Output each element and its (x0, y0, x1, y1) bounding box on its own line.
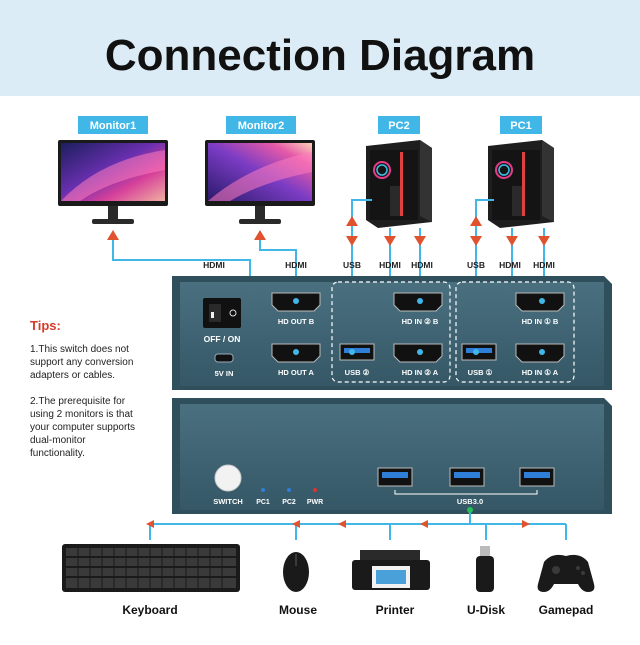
pc1-led (261, 488, 265, 492)
monitor1-arrow (107, 230, 119, 240)
usb-2-label: USB ② (345, 368, 370, 377)
monitor2-tag: Monitor2 (226, 116, 296, 134)
tip1-line2: support any conversion (30, 357, 133, 368)
usb-label-pc2: USB (343, 260, 361, 270)
tip1-line3: adapters or cables. (30, 370, 115, 381)
udisk-label: U-Disk (467, 603, 505, 617)
pc2-arrows (346, 216, 426, 246)
pc2-port-group (331, 281, 451, 383)
hd-out-b-label: HD OUT B (278, 317, 315, 326)
hdmi-label-pc1-a: HDMI (499, 260, 521, 270)
peripheral-arrows (146, 520, 530, 528)
monitor2-arrow (254, 230, 266, 240)
switch-button[interactable] (214, 464, 242, 492)
monitor1-icon (58, 140, 168, 224)
front-usb-port-1[interactable] (377, 467, 413, 487)
hdmi-in-2-a-port[interactable] (393, 343, 443, 363)
printer-icon (352, 550, 430, 590)
hdmi-in-1-a-port[interactable] (515, 343, 565, 363)
front-usb-port-2[interactable] (449, 467, 485, 487)
usb-2-port[interactable] (339, 343, 375, 361)
power-switch-label: OFF / ON (204, 334, 241, 344)
pc1-led-label: PC1 (256, 499, 270, 506)
hdmi-in-2-b-port[interactable] (393, 292, 443, 312)
pc1-port-group (455, 281, 575, 383)
tip2-line3: your computer supports (30, 422, 135, 433)
pwr-led (313, 488, 317, 492)
pc2-tower-icon (366, 140, 432, 228)
hd-in-1-a-label: HD IN ① A (522, 368, 559, 377)
hdmi-out-a-port[interactable] (271, 343, 321, 363)
pwr-led-label: PWR (307, 499, 323, 506)
peripheral-cables (149, 510, 567, 540)
tip2-line2: using 2 monitors is that (30, 409, 133, 420)
monitor2-label: Monitor2 (238, 120, 284, 132)
pc2-tag: PC2 (378, 116, 420, 134)
tips-heading: Tips: (30, 318, 61, 333)
pc2-led (287, 488, 291, 492)
gamepad-label: Gamepad (539, 603, 594, 617)
power-rocker-switch[interactable] (203, 298, 241, 328)
gamepad-icon (537, 554, 595, 592)
keyboard-icon (62, 544, 240, 592)
tip1-line1: 1.This switch does not (30, 344, 129, 355)
mouse-label: Mouse (279, 603, 317, 617)
usb3-junction-dot (467, 507, 473, 513)
usb-1-label: USB ① (468, 368, 493, 377)
hdmi-out-b-port[interactable] (271, 292, 321, 312)
usb-label-pc1: USB (467, 260, 485, 270)
front-usb-port-3[interactable] (519, 467, 555, 487)
kvm-front-panel (172, 398, 612, 514)
hdmi-in-1-b-port[interactable] (515, 292, 565, 312)
pc1-tower-icon (488, 140, 554, 228)
monitor1-label: Monitor1 (90, 120, 136, 132)
monitor1-tag: Monitor1 (78, 116, 148, 134)
pc2-label: PC2 (388, 120, 409, 132)
tip2-line5: functionality. (30, 448, 85, 459)
hdmi-label-pc2-a: HDMI (379, 260, 401, 270)
hd-out-a-label: HD OUT A (278, 368, 315, 377)
mouse-icon (283, 552, 309, 592)
hdmi-label-monitor2: HDMI (285, 260, 307, 270)
usb-1-port[interactable] (461, 343, 497, 361)
pc1-label: PC1 (510, 120, 531, 132)
switch-label: SWITCH (213, 497, 243, 506)
page-title: Connection Diagram (105, 31, 535, 80)
printer-label: Printer (376, 603, 415, 617)
hdmi-label-pc1-b: HDMI (533, 260, 555, 270)
power-in-label: 5V IN (215, 369, 234, 378)
tip2-line4: dual-monitor (30, 435, 86, 446)
udisk-icon (476, 546, 494, 592)
pc1-tag: PC1 (500, 116, 542, 134)
usb3-bracket (394, 490, 538, 495)
tip2-line1: 2.The prerequisite for (30, 396, 126, 407)
monitor2-icon (205, 140, 315, 224)
hd-in-2-b-label: HD IN ② B (402, 317, 439, 326)
hdmi-label-pc2-b: HDMI (411, 260, 433, 270)
title-banner (0, 0, 640, 96)
power-in-port[interactable] (214, 353, 234, 363)
pc1-arrows (470, 216, 550, 246)
hd-in-2-a-label: HD IN ② A (402, 368, 439, 377)
keyboard-label: Keyboard (122, 603, 177, 617)
hdmi-label-monitor1: HDMI (203, 260, 225, 270)
pc2-led-label: PC2 (282, 499, 296, 506)
usb3-label: USB3.0 (457, 497, 483, 506)
hd-in-1-b-label: HD IN ① B (522, 317, 559, 326)
